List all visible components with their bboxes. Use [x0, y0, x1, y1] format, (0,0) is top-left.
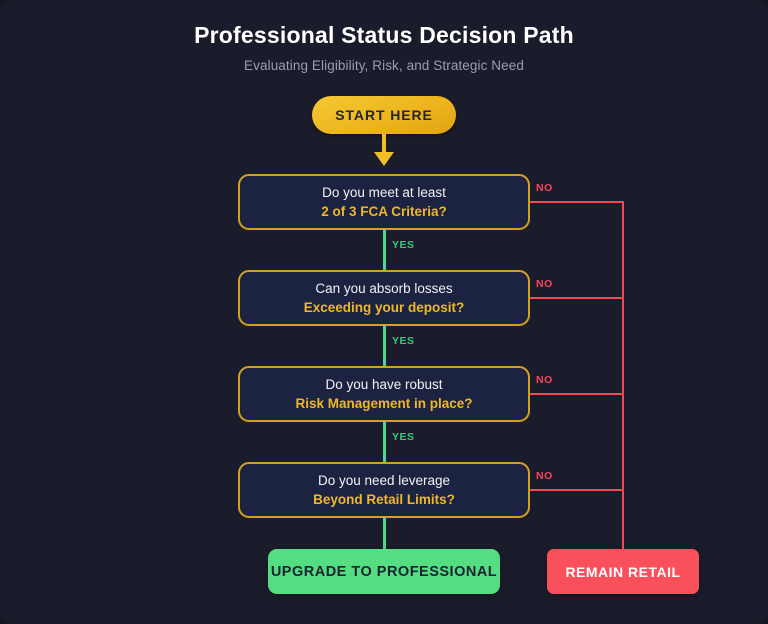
no-branch-trunk [622, 201, 624, 550]
decision-node-1[interactable]: Do you meet at least 2 of 3 FCA Criteria… [238, 174, 530, 230]
yes-label-2: YES [392, 335, 415, 347]
no-connector-4 [530, 489, 624, 491]
decision-node-3[interactable]: Do you have robust Risk Management in pl… [238, 366, 530, 422]
page-subtitle: Evaluating Eligibility, Risk, and Strate… [244, 58, 524, 73]
outcome-remain-retail[interactable]: REMAIN RETAIL [547, 549, 699, 594]
start-node[interactable]: START HERE [312, 96, 456, 134]
page-title: Professional Status Decision Path [194, 22, 574, 48]
yes-connector-1 [383, 230, 386, 270]
yes-label-1: YES [392, 239, 415, 251]
no-connector-1 [530, 201, 624, 203]
start-connector-line [382, 134, 386, 154]
decision-2-line2: Exceeding your deposit? [303, 299, 465, 315]
decision-4-line1: Do you need leverage [317, 472, 451, 488]
yes-connector-3 [383, 422, 386, 462]
decision-3-line1: Do you have robust [325, 376, 443, 392]
decision-1-line1: Do you meet at least [322, 184, 446, 200]
no-connector-2 [530, 297, 624, 299]
start-arrow-icon [374, 152, 394, 166]
decision-1-line2: 2 of 3 FCA Criteria? [321, 203, 447, 219]
no-connector-3 [530, 393, 624, 395]
decision-node-2[interactable]: Can you absorb losses Exceeding your dep… [238, 270, 530, 326]
no-label-2: NO [536, 278, 553, 290]
no-label-3: NO [536, 374, 553, 386]
decision-4-line2: Beyond Retail Limits? [313, 491, 455, 507]
decision-3-line2: Risk Management in place? [295, 395, 473, 411]
chart-header: Professional Status Decision Path Evalua… [0, 0, 768, 73]
decision-node-4[interactable]: Do you need leverage Beyond Retail Limit… [238, 462, 530, 518]
outcome-upgrade-professional[interactable]: UPGRADE TO PROFESSIONAL [268, 549, 500, 594]
decision-2-line1: Can you absorb losses [315, 280, 453, 296]
yes-connector-4 [383, 518, 386, 550]
yes-label-3: YES [392, 431, 415, 443]
yes-connector-2 [383, 326, 386, 366]
no-label-4: NO [536, 470, 553, 482]
no-label-1: NO [536, 182, 553, 194]
